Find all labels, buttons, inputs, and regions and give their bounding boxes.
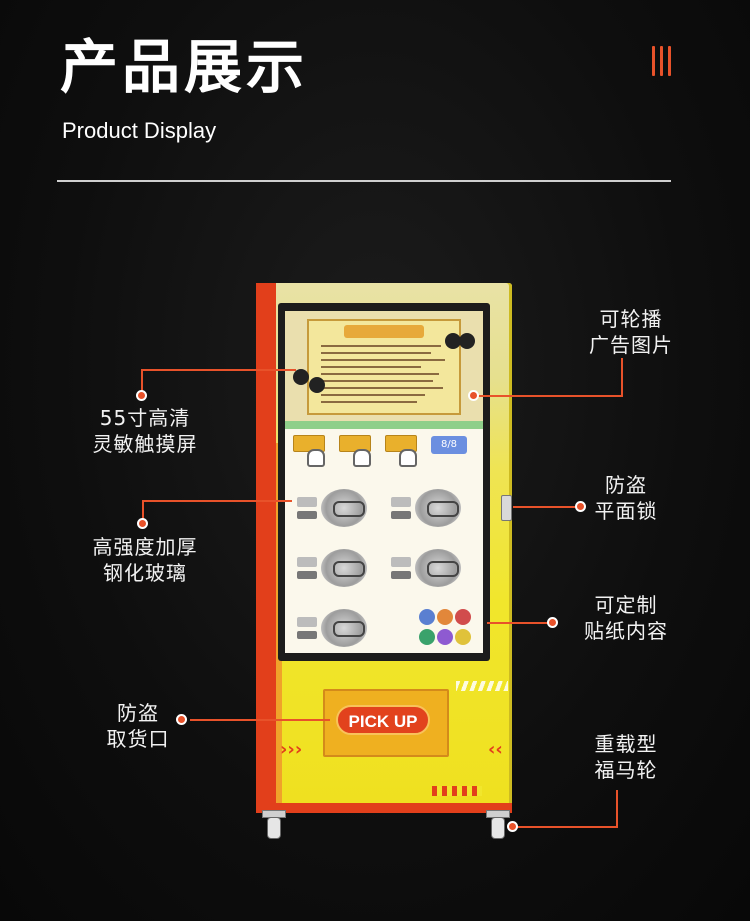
caster-wheel-icon	[262, 810, 286, 840]
pickup-button[interactable]: PICK UP	[336, 705, 430, 735]
tap-hand-icon	[399, 449, 417, 467]
callout-line: 灵敏触摸屏	[92, 432, 198, 456]
callout-line: 55寸高清	[99, 406, 191, 430]
callout-dot	[137, 518, 148, 529]
callout-dot	[176, 714, 187, 725]
callout-dot	[575, 501, 586, 512]
callout-line: 可定制	[594, 593, 658, 617]
page-subtitle: Product Display	[62, 118, 217, 143]
decorative-slashes	[456, 681, 508, 691]
callout-anti-theft-pickup: 防盗 取货口	[97, 700, 179, 752]
callout-line: 防盗	[605, 473, 647, 497]
callout-carousel-ad: 可轮播 广告图片	[583, 306, 679, 358]
callout-dot	[136, 390, 147, 401]
character-badges[interactable]	[415, 607, 475, 649]
callout-dot	[507, 821, 518, 832]
callout-dot	[547, 617, 558, 628]
callout-line: 取货口	[106, 727, 170, 751]
callout-line: 高强度加厚	[92, 535, 198, 559]
prize-item[interactable]	[291, 487, 375, 529]
chevron-right-icon: ›››	[280, 739, 303, 760]
callout-anti-theft-lock: 防盗 平面锁	[583, 472, 669, 524]
callout-line: 广告图片	[589, 333, 673, 357]
callout-line: 钢化玻璃	[103, 561, 187, 585]
prize-item[interactable]	[385, 547, 469, 589]
screen-pager[interactable]: 8/8	[431, 436, 467, 454]
callout-line: 贴纸内容	[584, 619, 668, 643]
ad-rules-board	[307, 319, 461, 415]
ad-rules-header	[344, 325, 424, 338]
callout-custom-sticker: 可定制 贴纸内容	[571, 592, 681, 644]
ad-banner	[285, 311, 483, 421]
callout-line: 防盗	[117, 701, 159, 725]
callout-tempered-glass: 高强度加厚 钢化玻璃	[72, 534, 218, 586]
prize-row	[291, 487, 477, 529]
quote-mark-icon	[445, 333, 461, 349]
vending-machine-image: 8/8	[256, 283, 512, 839]
screen-content: 8/8	[285, 311, 483, 653]
quote-mark-icon	[293, 369, 309, 385]
quote-mark-icon	[309, 377, 325, 393]
prize-row	[291, 547, 477, 589]
prize-row	[291, 607, 477, 649]
callout-dot	[468, 390, 479, 401]
tap-hand-icon	[307, 449, 325, 467]
caster-wheel-icon	[486, 810, 510, 840]
cabinet-red-stripe	[256, 283, 276, 813]
decorative-bars-icon	[650, 46, 674, 76]
callout-heavy-caster: 重载型 福马轮	[578, 731, 674, 783]
screen-status-bar	[285, 421, 483, 429]
prize-item[interactable]	[291, 547, 375, 589]
callout-line: 可轮播	[599, 307, 663, 331]
tap-hand-icon	[353, 449, 371, 467]
decorative-checker	[432, 786, 482, 796]
prize-item[interactable]	[385, 487, 469, 529]
chevron-left-icon: ‹‹	[488, 739, 503, 760]
cabinet-base	[256, 803, 512, 813]
callout-line: 平面锁	[594, 499, 658, 523]
callout-touchscreen: 55寸高清 灵敏触摸屏	[80, 405, 210, 457]
prize-item[interactable]	[291, 607, 375, 649]
quote-mark-icon	[459, 333, 475, 349]
callout-line: 福马轮	[594, 758, 658, 782]
callout-line: 重载型	[594, 732, 658, 756]
touchscreen: 8/8	[278, 303, 490, 661]
flat-lock	[501, 495, 512, 521]
page-title: 产品展示	[60, 33, 309, 101]
header-divider	[57, 180, 671, 182]
